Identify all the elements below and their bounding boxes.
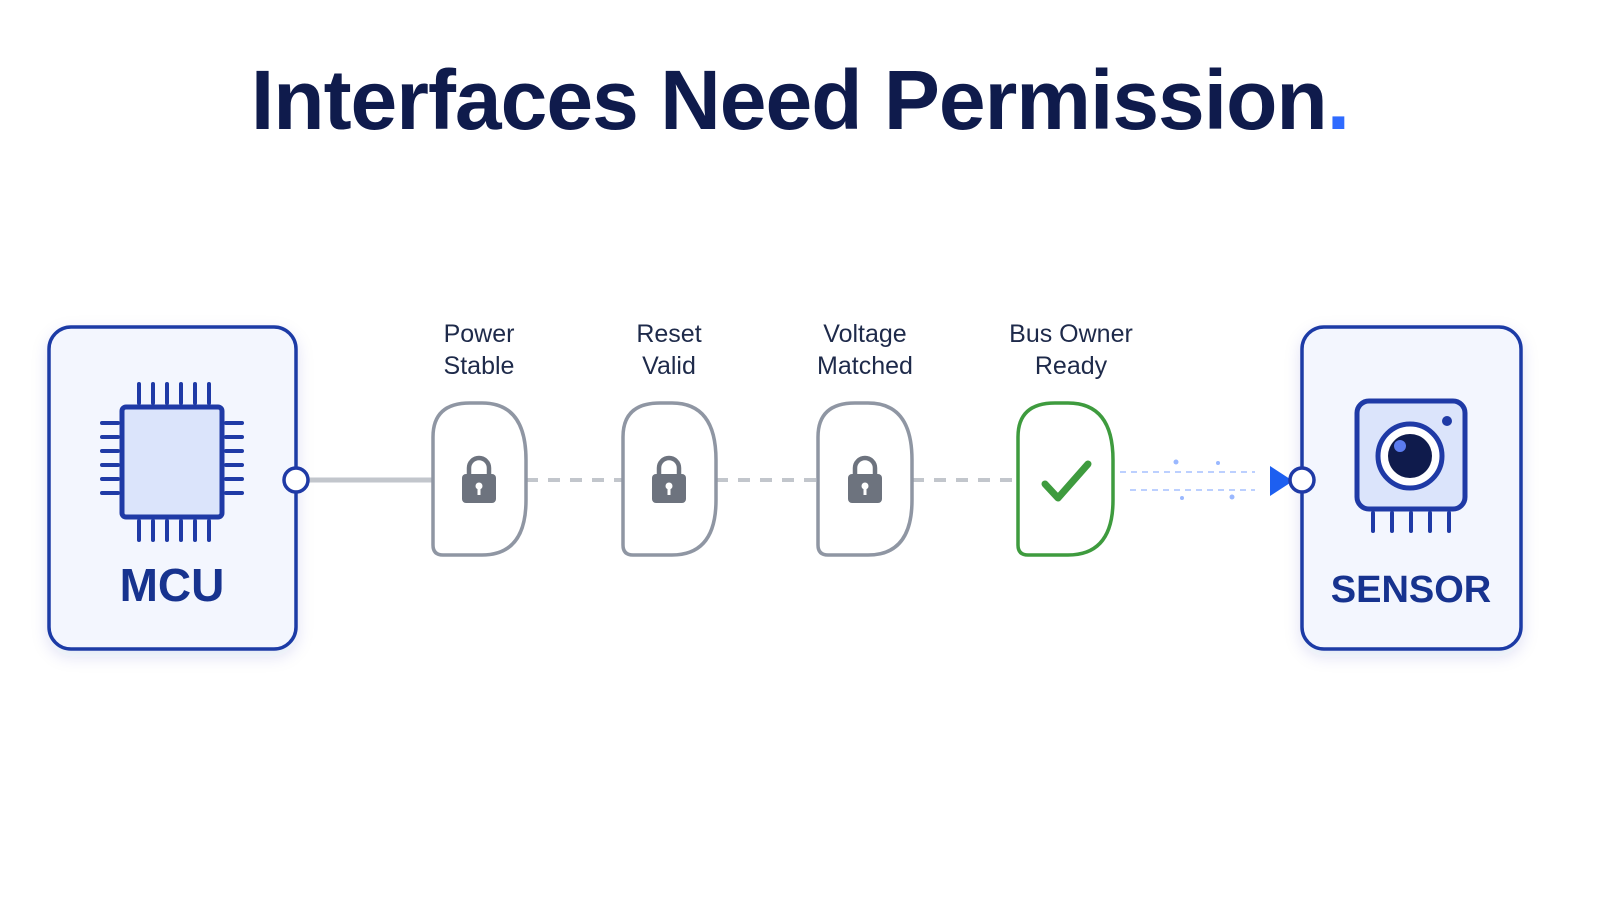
gate-power-stable — [431, 401, 528, 557]
sensor-label: SENSOR — [1331, 569, 1491, 611]
gate-label-line2: Stable — [443, 352, 515, 380]
gate-label-line1: Voltage — [823, 320, 907, 348]
mcu-label: MCU — [120, 559, 225, 611]
gate-reset-valid — [621, 401, 718, 557]
gate-label-reset-valid: Reset Valid — [569, 318, 769, 382]
sensor-block: SENSOR — [1300, 325, 1523, 651]
connection-lines — [282, 459, 1316, 500]
gate-label-line1: Bus Owner — [1009, 320, 1133, 348]
title-accent-dot: . — [1326, 53, 1350, 147]
gate-label-line1: Reset — [636, 320, 702, 348]
gate-label-voltage-matched: Voltage Matched — [765, 318, 965, 382]
gate-label-power-stable: Power Stable — [379, 318, 579, 382]
gate-label-line2: Matched — [817, 352, 913, 380]
gate-bus-owner-ready — [1016, 401, 1115, 557]
mcu-block: MCU — [47, 325, 298, 651]
gate-label-bus-owner-ready: Bus Owner Ready — [971, 318, 1171, 382]
title-text: Interfaces Need Permission — [250, 53, 1328, 147]
gate-label-line1: Power — [443, 320, 515, 348]
gate-voltage-matched — [816, 401, 914, 557]
lock-icon — [462, 455, 496, 503]
check-icon — [1041, 460, 1092, 502]
camera-sensor-icon — [1354, 398, 1468, 533]
mcu-port — [282, 466, 310, 494]
gate-label-line2: Ready — [1034, 352, 1108, 380]
page-title: Interfaces Need Permission. — [0, 52, 1600, 149]
gate-label-line2: Valid — [642, 352, 696, 380]
lock-icon — [652, 455, 686, 503]
lock-icon — [848, 455, 882, 503]
chip-icon — [100, 382, 244, 542]
signal-arrow — [1115, 459, 1293, 500]
sensor-port — [1288, 466, 1316, 494]
